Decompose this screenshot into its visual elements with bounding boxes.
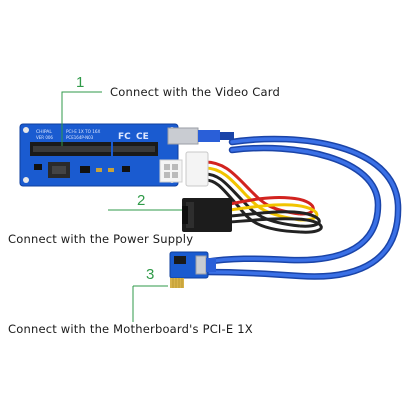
callout-number-1: 1: [76, 74, 85, 91]
riser-board-icon: CHIPAL VER 006 PCI-E 1X TO 16X PCE164P-N…: [19, 123, 234, 187]
ce-mark: CE: [136, 132, 149, 142]
callout-number-3: 3: [146, 266, 155, 283]
pcie-1x-adapter-icon: [169, 251, 216, 288]
board-part: PCE164P-N03: [66, 135, 94, 140]
sata-power-connector-icon: [182, 198, 232, 232]
callout-number-2: 2: [137, 192, 146, 209]
power-wires: [204, 160, 323, 234]
board-model: PCI-E 1X TO 16X: [66, 129, 101, 134]
leader-1: [61, 91, 102, 146]
leader-lines: [61, 91, 182, 322]
callout-label-power-supply: Connect with the Power Supply: [8, 232, 194, 246]
fc-mark: FC: [118, 132, 131, 142]
callout-label-motherboard: Connect with the Motherboard's PCI-E 1X: [8, 322, 253, 336]
callout-label-video-card: Connect with the Video Card: [110, 85, 280, 99]
board-version: VER 006: [36, 135, 53, 140]
board-brand: CHIPAL: [36, 129, 52, 135]
usb-cable-icon: [201, 135, 402, 280]
